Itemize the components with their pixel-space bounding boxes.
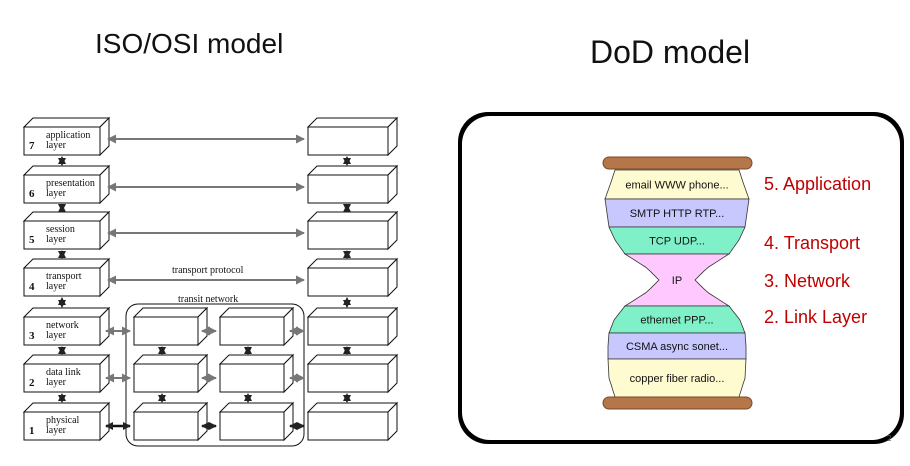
layer-suffix: layer <box>46 377 67 388</box>
layer-name: network <box>46 320 79 331</box>
osi-layer-box-left <box>22 353 111 394</box>
layer-number: 3 <box>29 330 35 342</box>
osi-layer-box-left <box>22 257 111 298</box>
transit-network-label: transit network <box>178 294 238 305</box>
transit-node-box <box>218 306 295 347</box>
osi-layer-box-right <box>306 306 399 347</box>
osi-layer-box-right <box>306 353 399 394</box>
layer-number: 1 <box>29 425 35 437</box>
osi-diagram: 7applicationlayer6presentationlayer5sess… <box>22 116 399 447</box>
layer-suffix: layer <box>46 425 67 436</box>
dod-layer-label: 2. Link Layer <box>764 307 867 327</box>
hourglass-band-label: TCP UDP... <box>649 236 705 248</box>
layer-suffix: layer <box>46 281 67 292</box>
layer-name: application <box>46 130 90 141</box>
transit-node-box <box>132 353 209 394</box>
osi-title: ISO/OSI model <box>95 28 284 59</box>
layer-number: 6 <box>29 188 35 200</box>
hourglass-band-label: copper fiber radio... <box>630 373 725 385</box>
osi-layer-box-left <box>22 164 111 205</box>
osi-layer-box-right <box>306 116 399 157</box>
osi-layer-box-right <box>306 257 399 298</box>
layer-name: session <box>46 224 75 235</box>
osi-layer-box-left <box>22 401 111 442</box>
hourglass-bottom-cap <box>602 396 753 410</box>
layer-suffix: layer <box>46 330 67 341</box>
osi-layer-box-right <box>306 164 399 205</box>
hourglass-band-label: IP <box>672 275 682 287</box>
osi-layer-box-right <box>306 401 399 442</box>
layer-name: transport <box>46 271 82 282</box>
layer-number: 7 <box>29 140 35 152</box>
layer-number: 4 <box>29 281 35 293</box>
osi-layer-box-left <box>22 210 111 251</box>
osi-layer-box-right <box>306 210 399 251</box>
dod-layer-label: 3. Network <box>764 271 851 291</box>
hourglass-top-cap <box>602 156 753 170</box>
hourglass-band-label: ethernet PPP... <box>640 315 713 327</box>
transit-node-box <box>132 401 209 442</box>
hourglass-band-label: SMTP HTTP RTP... <box>630 208 725 220</box>
layer-name: presentation <box>46 178 95 189</box>
osi-layer-box-left <box>22 116 111 157</box>
osi-layer-box-left <box>22 306 111 347</box>
layer-number: 2 <box>29 377 35 389</box>
layer-number: 5 <box>29 234 35 246</box>
hourglass-band-label: email WWW phone... <box>625 180 728 192</box>
hourglass-band-label: CSMA async sonet... <box>626 341 728 353</box>
dod-diagram: email WWW phone... SMTP HTTP RTP... TCP UD… <box>458 112 904 444</box>
dod-layer-label: 5. Application <box>764 174 871 194</box>
dod-layer-label: 4. Transport <box>764 233 860 253</box>
transit-node-box <box>132 306 209 347</box>
layer-suffix: layer <box>46 140 67 151</box>
layer-name: physical <box>46 415 80 426</box>
layer-suffix: layer <box>46 188 67 199</box>
transport-protocol-label: transport protocol <box>172 265 244 276</box>
transit-node-box <box>218 401 295 442</box>
layer-name: data link <box>46 367 81 378</box>
dod-title: DoD model <box>590 34 751 70</box>
page-number: 2 <box>887 434 892 443</box>
transit-node-box <box>218 353 295 394</box>
layer-suffix: layer <box>46 234 67 245</box>
